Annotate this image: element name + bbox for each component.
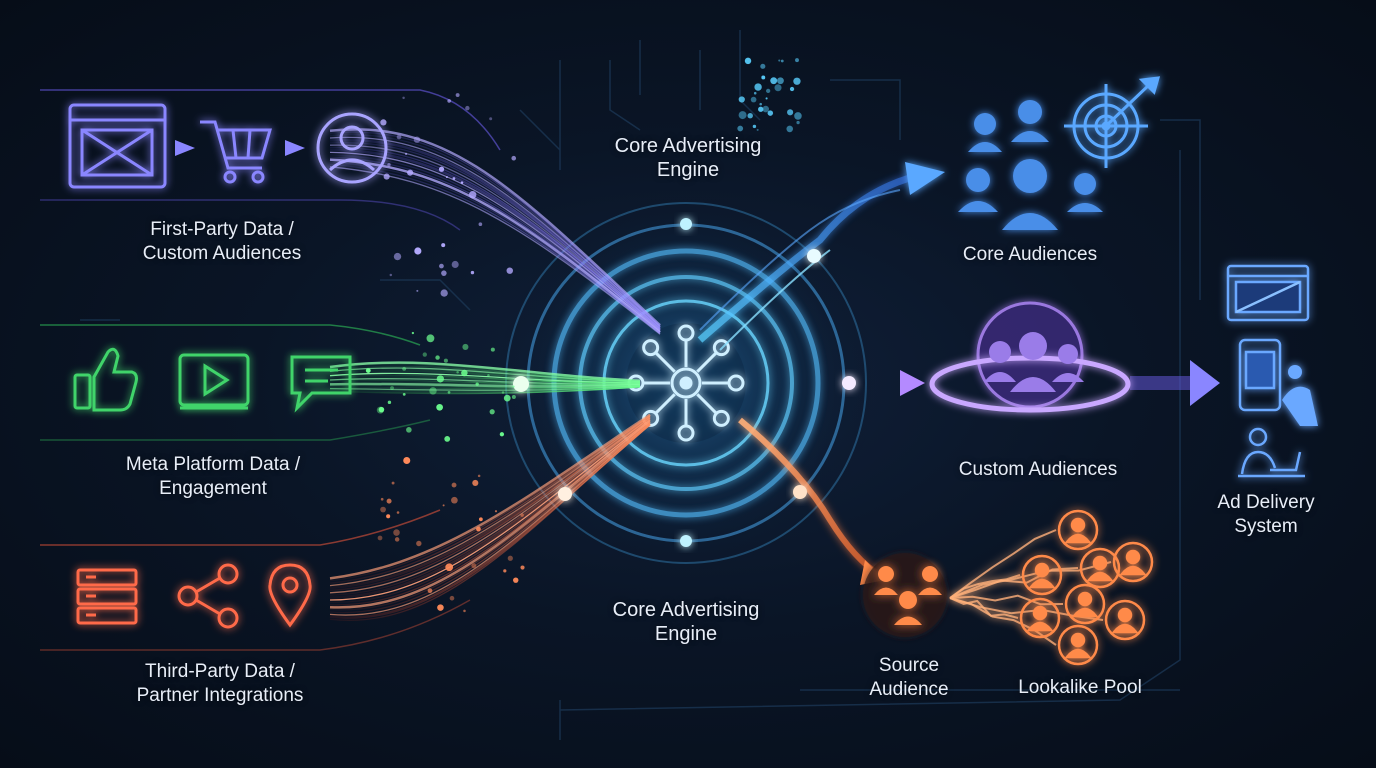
- lookalike-person-icon: [1079, 547, 1121, 589]
- video-play-icon: [178, 353, 250, 410]
- server-icon: [76, 568, 138, 625]
- core-audiences-label: Core Audiences: [962, 244, 1098, 265]
- engine-label-top: Core Advertising Engine: [614, 135, 762, 181]
- share-icon: [177, 563, 239, 629]
- shopping-cart-icon: [200, 120, 272, 184]
- lookalike-person-icon: [1021, 554, 1063, 596]
- lookalike-pool-label: Lookalike Pool: [1018, 677, 1142, 698]
- lookalike-pool-icons: [1019, 509, 1154, 666]
- particles: [365, 57, 802, 613]
- lookalike-person-icon: [1064, 583, 1106, 625]
- circuit-background: [80, 30, 1201, 740]
- user-laptop-icon: [1238, 365, 1318, 478]
- people-group-icon: [958, 100, 1103, 230]
- stream-bands: [40, 89, 501, 651]
- lookalike-person-icon: [1019, 597, 1061, 639]
- lookalike-person-icon: [1057, 624, 1099, 666]
- arrow-cart-user: [285, 140, 305, 156]
- lookalike-person-icon: [1057, 509, 1099, 551]
- meta-platform-label: Meta Platform Data / Engagement: [125, 454, 301, 499]
- lookalike-person-icon: [1104, 599, 1146, 641]
- arrow-browser-cart: [175, 140, 195, 156]
- arrow-custom-audiences: [900, 370, 925, 396]
- chat-bubble-icon: [290, 355, 352, 413]
- output-streams: [697, 171, 1190, 578]
- desktop-screen-icon: [1226, 264, 1310, 322]
- engine-label-bottom: Core Advertising Engine: [612, 599, 760, 645]
- first-party-label: First-Party Data / Custom Audiences: [142, 219, 302, 264]
- user-circle-icon: [316, 112, 388, 184]
- thumbs-up-icon: [73, 347, 138, 412]
- source-audience-label: Source Audience: [869, 655, 949, 700]
- engine-node-top: [680, 218, 692, 230]
- lookalike-person-icon: [1112, 541, 1154, 583]
- source-audience-icon: [863, 553, 947, 637]
- arrow-ad-delivery: [1190, 360, 1220, 406]
- custom-audiences-label: Custom Audiences: [958, 459, 1118, 480]
- third-party-label: Third-Party Data / Partner Integrations: [136, 661, 304, 706]
- red-stream: [329, 413, 651, 621]
- browser-window-icon: [68, 103, 167, 189]
- arrow-core-audiences: [905, 162, 945, 195]
- custom-audiences-orb: [929, 301, 1131, 413]
- ad-delivery-label: Ad Delivery System: [1217, 492, 1315, 537]
- target-icon: [1064, 76, 1161, 168]
- purple-stream: [329, 128, 661, 335]
- engine-node-bottom: [680, 535, 692, 547]
- location-pin-icon: [268, 563, 312, 628]
- mobile-phone-icon: [1238, 338, 1282, 412]
- glow-nodes: [513, 249, 856, 501]
